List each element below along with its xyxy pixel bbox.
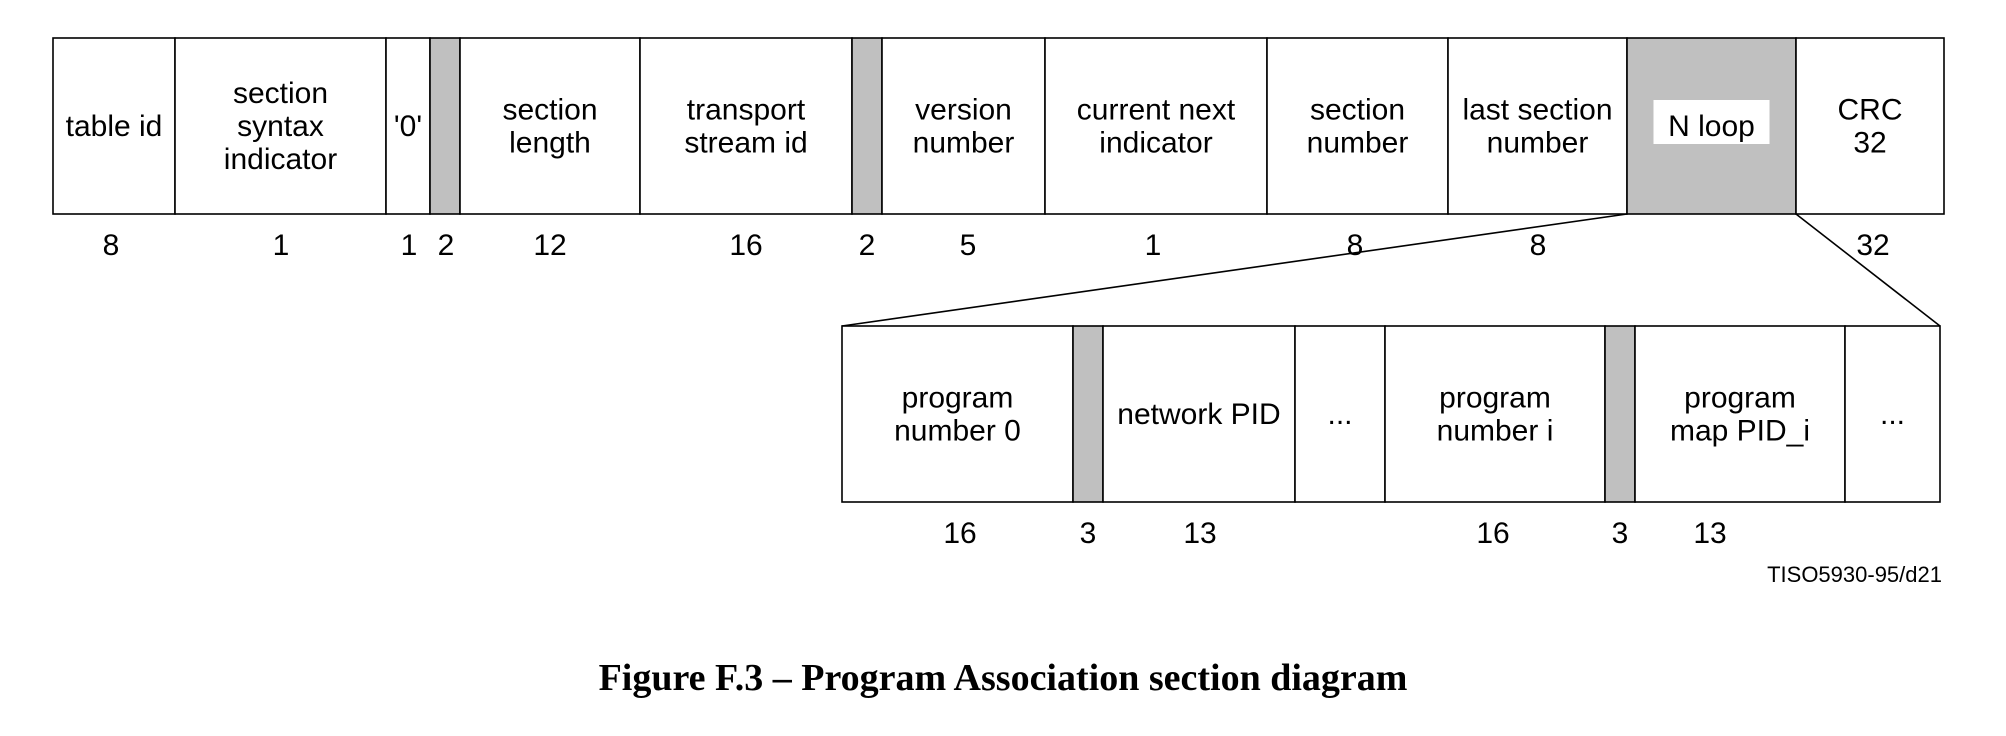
- top-field-n-loop: N loop: [1626, 37, 1797, 215]
- field-box: [1266, 37, 1449, 215]
- top-bits-version-number: 5: [960, 229, 977, 262]
- field-label: ...: [1880, 398, 1905, 431]
- field-box: [1844, 325, 1941, 503]
- field-label: indicator: [1099, 127, 1212, 160]
- n-loop-label-highlight: [1653, 100, 1770, 144]
- field-label: number: [1307, 127, 1409, 160]
- loop-field-ellipsis-2: ...: [1844, 325, 1941, 503]
- expansion-line-left: [841, 213, 1628, 327]
- field-label: number i: [1437, 415, 1554, 448]
- field-label: syntax: [237, 110, 324, 143]
- field-label: table id: [66, 110, 163, 143]
- field-label: 32: [1853, 127, 1886, 160]
- reserved-bits-box: [1604, 325, 1636, 503]
- field-label: N loop: [1668, 110, 1755, 143]
- field-label: length: [509, 127, 591, 160]
- field-box: [639, 37, 853, 215]
- reserved-bits-box: [851, 37, 883, 215]
- field-label: section: [1310, 94, 1405, 127]
- field-label: program: [1439, 382, 1551, 415]
- top-bits-current-next-indicator: 1: [1145, 229, 1162, 262]
- field-box: [1384, 325, 1606, 503]
- field-label: ...: [1327, 398, 1352, 431]
- field-box: [881, 37, 1046, 215]
- figure-caption: Figure F.3 – Program Association section…: [598, 657, 1408, 699]
- top-bits-crc-32: 32: [1856, 229, 1889, 262]
- field-box: [1634, 325, 1846, 503]
- top-bits-last-section-number: 8: [1530, 229, 1547, 262]
- top-field-reserved-1: [429, 37, 461, 215]
- field-label: last section: [1462, 94, 1612, 127]
- loop-expansion-lines: [841, 213, 1941, 327]
- top-bits-section-number: 8: [1347, 229, 1364, 262]
- field-label: transport: [687, 94, 806, 127]
- field-label: network PID: [1117, 398, 1280, 431]
- field-box: [1795, 37, 1945, 215]
- reserved-bits-box: [429, 37, 461, 215]
- loop-field-reserved-3: [1072, 325, 1104, 503]
- field-label: program: [902, 382, 1014, 415]
- field-label: number: [913, 127, 1015, 160]
- top-bits-section-syntax-indicator: 1: [273, 229, 290, 262]
- reserved-bits-box: [1072, 325, 1104, 503]
- loop-row-bit-widths: 16 3 13 16 3 13: [943, 517, 1726, 550]
- top-bits-table-id: 8: [103, 229, 120, 262]
- field-label: indicator: [224, 143, 337, 176]
- field-label: program: [1684, 382, 1796, 415]
- top-bits-reserved-2: 2: [859, 229, 876, 262]
- loop-field-reserved-4: [1604, 325, 1636, 503]
- field-box: [1044, 37, 1268, 215]
- field-label: current next: [1077, 94, 1236, 127]
- loop-bits-program-map-pid-i: 13: [1693, 517, 1726, 550]
- field-box: [459, 37, 641, 215]
- top-bits-reserved-1: 2: [438, 229, 455, 262]
- field-label: section: [233, 77, 328, 110]
- field-label: '0': [394, 110, 422, 143]
- loop-bits-reserved-3: 3: [1080, 517, 1097, 550]
- loop-bits-network-pid: 13: [1183, 517, 1216, 550]
- loop-bits-program-number-i: 16: [1476, 517, 1509, 550]
- field-label: version: [915, 94, 1012, 127]
- top-row-fields: table idsectionsyntaxindicator'0'section…: [52, 37, 1945, 215]
- field-label: number: [1487, 127, 1589, 160]
- loop-field-ellipsis-1: ...: [1294, 325, 1386, 503]
- field-label: stream id: [684, 127, 807, 160]
- field-label: CRC: [1838, 94, 1903, 127]
- field-box: [1447, 37, 1628, 215]
- top-field-reserved-2: [851, 37, 883, 215]
- loop-field-network-pid: network PID: [1102, 325, 1296, 503]
- field-box: [1102, 325, 1296, 503]
- field-box: [174, 37, 387, 215]
- loop-bits-program-number-0: 16: [943, 517, 976, 550]
- field-label: section: [502, 94, 597, 127]
- top-bits-section-length: 12: [533, 229, 566, 262]
- top-field-table-id: table id: [52, 37, 176, 215]
- loop-bits-reserved-4: 3: [1612, 517, 1629, 550]
- field-label: number 0: [894, 415, 1021, 448]
- field-label: map PID_i: [1670, 415, 1810, 448]
- field-box: [52, 37, 176, 215]
- top-bits-zero-bit: 1: [401, 229, 418, 262]
- figure-id: TISO5930-95/d21: [1767, 562, 1942, 587]
- expansion-line-right: [1795, 213, 1941, 327]
- top-bits-transport-stream-id: 16: [729, 229, 762, 262]
- top-field-zero-bit: '0': [385, 37, 431, 215]
- field-box: [385, 37, 431, 215]
